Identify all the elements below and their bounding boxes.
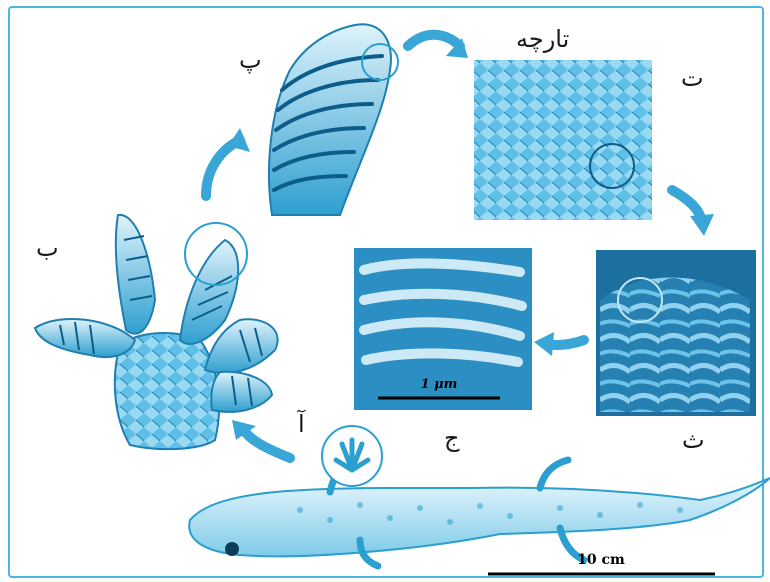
label-a: آ <box>298 412 305 436</box>
gecko-foot-illustration <box>35 215 278 449</box>
scale-bar-10cm: 10 cm <box>577 552 625 568</box>
label-t: ت <box>681 66 704 90</box>
label-se: ث <box>682 428 705 452</box>
label-b: ب <box>36 236 59 260</box>
scale-bar-1um: 1 μm <box>421 377 458 392</box>
gecko-eye <box>225 542 239 556</box>
spatula-panel <box>596 250 756 416</box>
arrow-foot-to-toe <box>206 140 240 196</box>
arrow-gecko-to-foot <box>244 430 290 458</box>
nanostructure-panel: 1 μm <box>354 248 532 410</box>
arrow-toe-to-setae <box>408 35 460 46</box>
setae-panel <box>474 60 652 220</box>
label-p: پ <box>239 48 262 72</box>
toe-closeup <box>269 24 398 215</box>
label-tarche: تارچه <box>516 27 569 51</box>
gecko-foot-callout <box>322 426 382 486</box>
gecko-illustration: 10 cm <box>189 458 770 574</box>
label-j: ج <box>444 426 460 450</box>
